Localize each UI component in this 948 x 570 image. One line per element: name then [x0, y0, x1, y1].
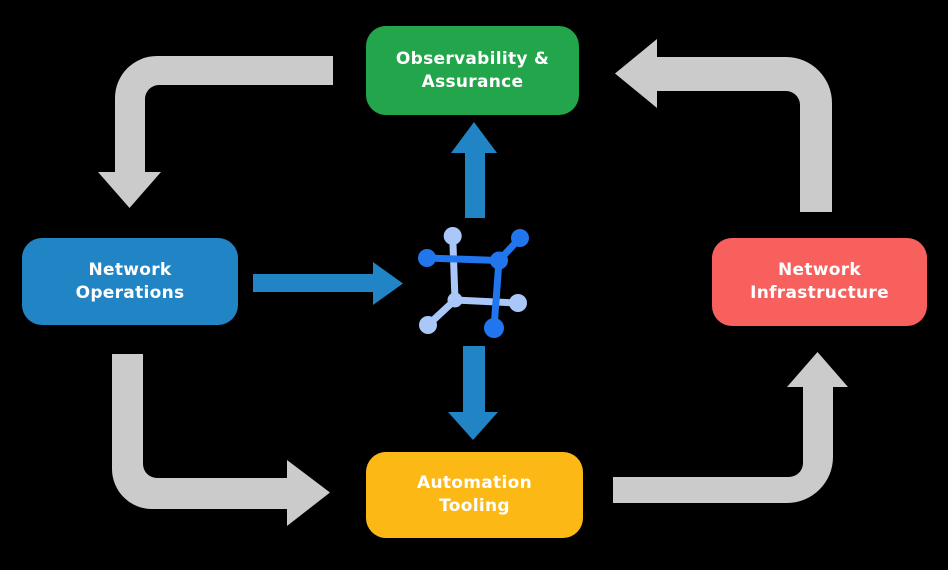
arrow-operations-to-automation — [112, 354, 330, 526]
node-observability-assurance: Observability & Assurance — [366, 26, 579, 115]
network-mesh-icon-dark-dots — [418, 229, 529, 338]
arrow-infrastructure-to-observability — [615, 39, 832, 212]
node-network-infrastructure-label: Network Infrastructure — [750, 260, 889, 303]
arrow-observability-to-operations — [98, 56, 333, 208]
node-automation-tooling: Automation Tooling — [366, 452, 583, 538]
arrow-center-to-automation — [448, 346, 498, 440]
arrow-center-to-observability — [451, 122, 497, 218]
arrow-operations-to-center — [253, 262, 403, 305]
node-automation-tooling-label: Automation Tooling — [417, 473, 532, 516]
network-mesh-icon-light-dots — [419, 227, 527, 334]
network-mesh-icon-light-part — [424, 232, 520, 329]
network-mesh-icon — [418, 227, 529, 338]
node-network-operations: Network Operations — [22, 238, 238, 325]
node-network-infrastructure: Network Infrastructure — [712, 238, 927, 326]
node-observability-assurance-label: Observability & Assurance — [395, 48, 550, 92]
node-network-operations-label: Network Operations — [75, 259, 185, 303]
arrow-automation-to-infrastructure — [613, 352, 848, 503]
